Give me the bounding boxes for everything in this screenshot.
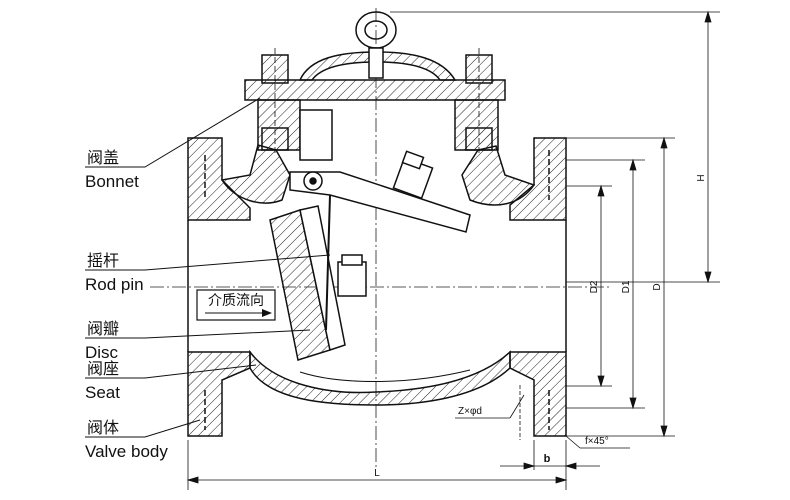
- rodpin-label-cn: 摇杆: [87, 251, 119, 270]
- dim-D2: D2: [589, 280, 600, 293]
- dimension-lines: [186, 10, 720, 490]
- dim-H: H: [696, 174, 707, 181]
- seat-label-en: Seat: [85, 383, 120, 402]
- disc-rod: [325, 194, 331, 331]
- dim-holes: Z×φd: [458, 406, 482, 417]
- dim-L: L: [374, 468, 380, 479]
- disc: [269, 205, 367, 361]
- bonnet: [244, 48, 506, 155]
- rodpin-label-en: Rod pin: [85, 275, 144, 294]
- body-label-cn: 阀体: [87, 418, 119, 437]
- disc-label-en: Disc: [85, 343, 119, 362]
- dim-chamfer: f×45°: [585, 436, 609, 447]
- flow-direction: 介质流向: [196, 289, 276, 321]
- body-label-en: Valve body: [85, 442, 168, 461]
- rocker-assembly: [289, 109, 471, 233]
- bonnet-label-cn: 阀盖: [87, 148, 119, 167]
- seat-label-cn: 阀座: [87, 359, 119, 378]
- leader-lines: [85, 97, 331, 438]
- right-flange: [509, 137, 567, 437]
- dim-D1: D1: [621, 280, 632, 293]
- part-labels: 阀盖 Bonnet 摇杆 Rod pin 阀瓣 Disc 阀座 Seat 阀体 …: [85, 148, 168, 461]
- dim-b: b: [544, 453, 551, 465]
- bonnet-label-en: Bonnet: [85, 172, 139, 191]
- left-flange: [187, 137, 251, 437]
- body-inner-curve: [299, 369, 471, 382]
- dim-D: D: [652, 283, 663, 290]
- disc-label-cn: 阀瓣: [87, 319, 119, 338]
- valve-body-walls: [220, 144, 536, 406]
- flow-text: 介质流向: [208, 293, 264, 309]
- lifting-eye: [355, 11, 397, 79]
- dimension-labels: H D D1 D2 L b Z×φd f×45°: [374, 174, 707, 479]
